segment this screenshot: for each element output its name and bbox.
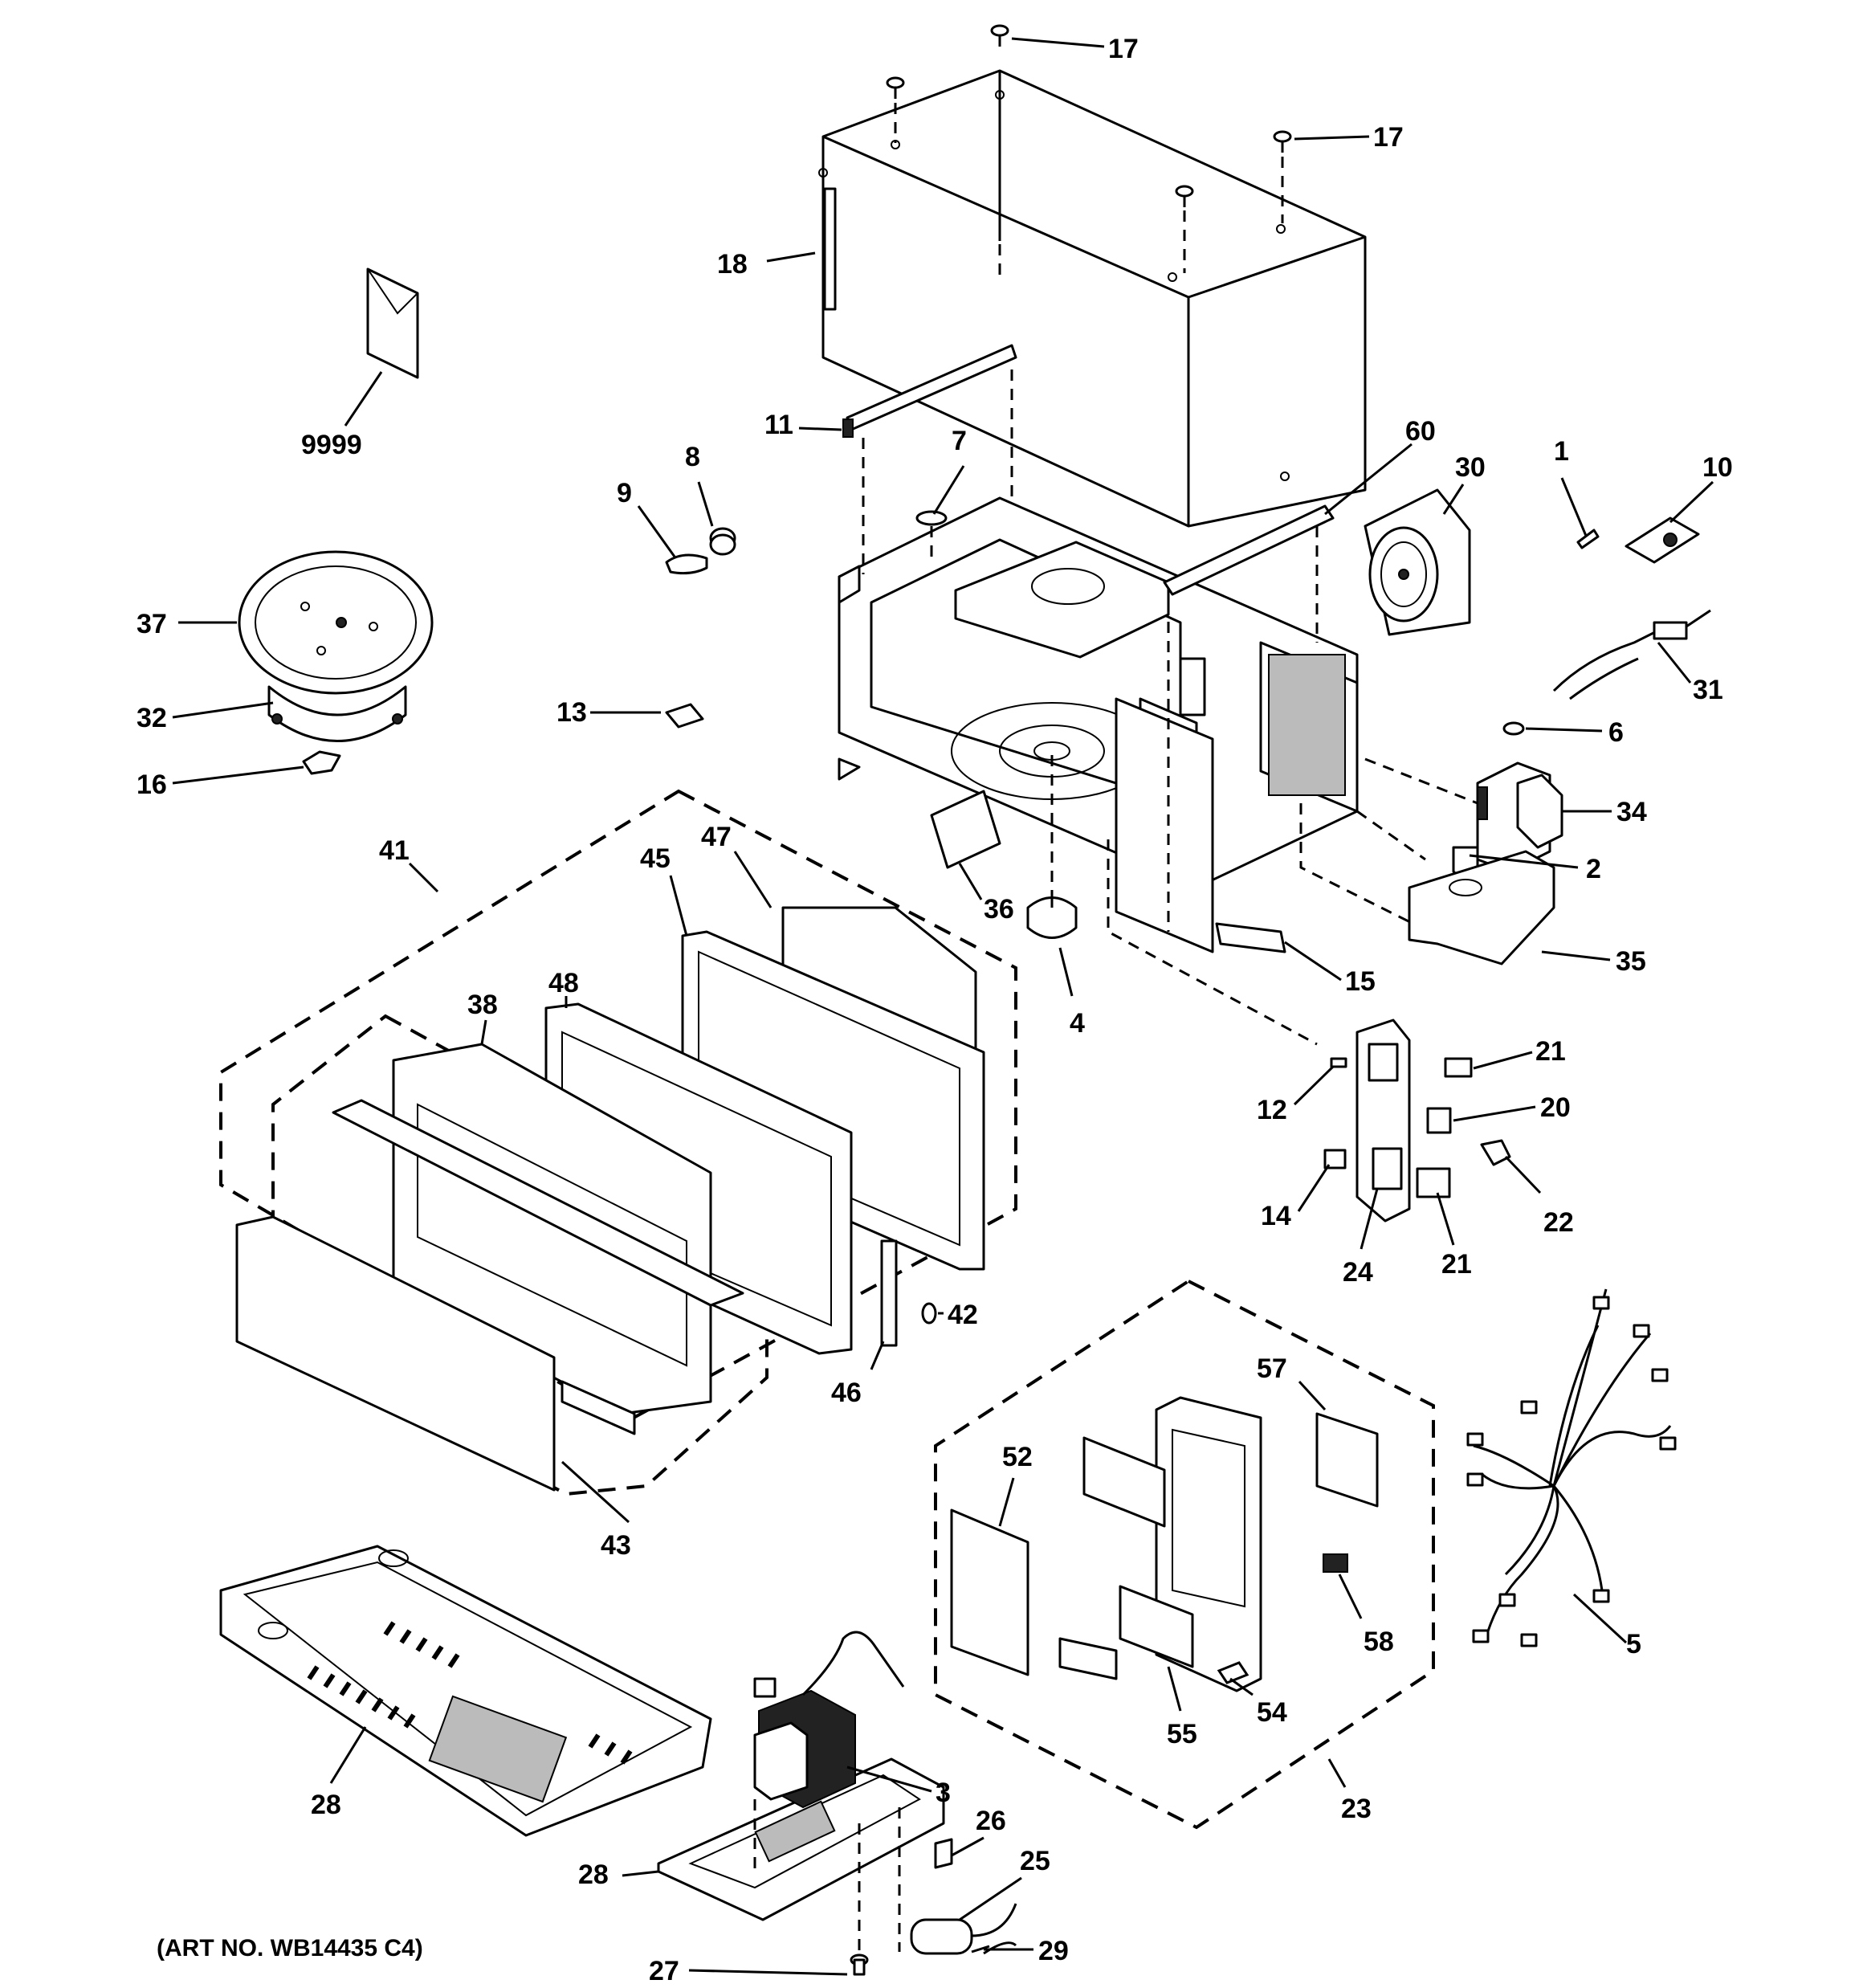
callout-label: 7 bbox=[952, 426, 967, 456]
small-parts-upper bbox=[665, 510, 948, 729]
callout-label: 5 bbox=[1626, 1629, 1641, 1659]
callout-label: 24 bbox=[1343, 1257, 1373, 1288]
callout-label: 17 bbox=[1108, 34, 1139, 64]
interlock-bracket bbox=[1323, 1018, 1511, 1223]
leader-lines bbox=[172, 37, 1714, 1976]
door-parts bbox=[235, 906, 985, 1492]
callout-label: 55 bbox=[1167, 1719, 1197, 1749]
callout-label: 37 bbox=[137, 609, 167, 639]
callout-label: 54 bbox=[1257, 1697, 1287, 1728]
door-assembly-outline bbox=[219, 789, 1017, 1424]
callout-label: 42 bbox=[948, 1300, 978, 1330]
oven-cavity bbox=[838, 496, 1359, 953]
callout-label: 22 bbox=[1543, 1207, 1574, 1238]
callout-label: 3 bbox=[936, 1778, 951, 1808]
alignment-lines bbox=[862, 369, 1478, 1046]
callout-label: 21 bbox=[1535, 1036, 1566, 1067]
callout-label: 9 bbox=[617, 478, 632, 508]
door-subassembly-outline bbox=[271, 1014, 768, 1496]
callout-label: 36 bbox=[984, 894, 1014, 925]
callout-label: 10 bbox=[1702, 452, 1733, 483]
callout-label: 48 bbox=[548, 968, 579, 998]
callout-label: 28 bbox=[311, 1790, 341, 1820]
callout-label: 26 bbox=[976, 1806, 1006, 1836]
callout-label: 17 bbox=[1373, 122, 1404, 153]
literature-packet bbox=[366, 267, 419, 379]
callout-label: 11 bbox=[764, 410, 793, 440]
magnetron-group bbox=[1408, 721, 1563, 965]
wire-harness bbox=[1466, 1288, 1677, 1647]
callout-label: 30 bbox=[1455, 452, 1486, 483]
callout-label: 29 bbox=[1038, 1936, 1069, 1966]
callout-label: 47 bbox=[701, 822, 732, 852]
callout-label: 34 bbox=[1616, 797, 1647, 827]
callout-label: 32 bbox=[137, 703, 167, 733]
callout-label: 45 bbox=[640, 843, 671, 874]
callout-label: 13 bbox=[556, 697, 587, 728]
callout-label: 16 bbox=[137, 769, 167, 800]
callout-label: 4 bbox=[1070, 1008, 1085, 1039]
turntable bbox=[238, 550, 434, 775]
callout-labels: 17 17 18 9999 11 8 9 7 60 30 1 10 37 32 … bbox=[137, 34, 1733, 1986]
callout-label: 18 bbox=[717, 249, 748, 280]
callout-label: 27 bbox=[649, 1956, 679, 1986]
callout-label: 52 bbox=[1002, 1442, 1033, 1472]
callout-label: 2 bbox=[1586, 854, 1601, 884]
callout-label: 9999 bbox=[301, 430, 362, 460]
screws-17 bbox=[886, 24, 1292, 273]
callout-label: 8 bbox=[685, 442, 700, 472]
callout-label: 43 bbox=[601, 1530, 631, 1561]
capacitor-group bbox=[910, 1838, 1017, 1955]
art-number: (ART NO. WB14435 C4) bbox=[157, 1935, 423, 1961]
callout-label: 21 bbox=[1441, 1249, 1472, 1280]
top-rail bbox=[842, 344, 1017, 438]
callout-label: 46 bbox=[831, 1378, 862, 1408]
bottom-plate bbox=[219, 1545, 712, 1837]
control-panel-parts bbox=[950, 1396, 1379, 1692]
electrical-upper-right bbox=[1552, 516, 1711, 700]
callout-label: 35 bbox=[1616, 946, 1646, 977]
callout-label: 41 bbox=[379, 835, 410, 866]
callout-label: 12 bbox=[1257, 1095, 1287, 1125]
callout-label: 1 bbox=[1554, 436, 1569, 467]
callout-label: 58 bbox=[1364, 1627, 1394, 1657]
side-rail bbox=[1163, 504, 1335, 596]
callout-label: 60 bbox=[1405, 416, 1436, 447]
callout-label: 6 bbox=[1608, 717, 1624, 748]
callout-label: 15 bbox=[1345, 966, 1376, 997]
fan-assembly bbox=[1364, 488, 1471, 636]
callout-label: 38 bbox=[467, 990, 498, 1020]
callout-label: 20 bbox=[1540, 1092, 1571, 1123]
callout-label: 23 bbox=[1341, 1794, 1372, 1824]
outer-case bbox=[818, 69, 1367, 528]
callout-label: 57 bbox=[1257, 1353, 1287, 1384]
callout-label: 25 bbox=[1020, 1846, 1050, 1876]
callout-label: 31 bbox=[1693, 675, 1723, 705]
cavity-parts bbox=[930, 790, 1286, 953]
transformer-assembly bbox=[657, 1631, 945, 1976]
control-panel-outline bbox=[934, 1279, 1435, 1830]
callout-label: 14 bbox=[1261, 1201, 1291, 1231]
callout-label: 28 bbox=[578, 1859, 609, 1890]
